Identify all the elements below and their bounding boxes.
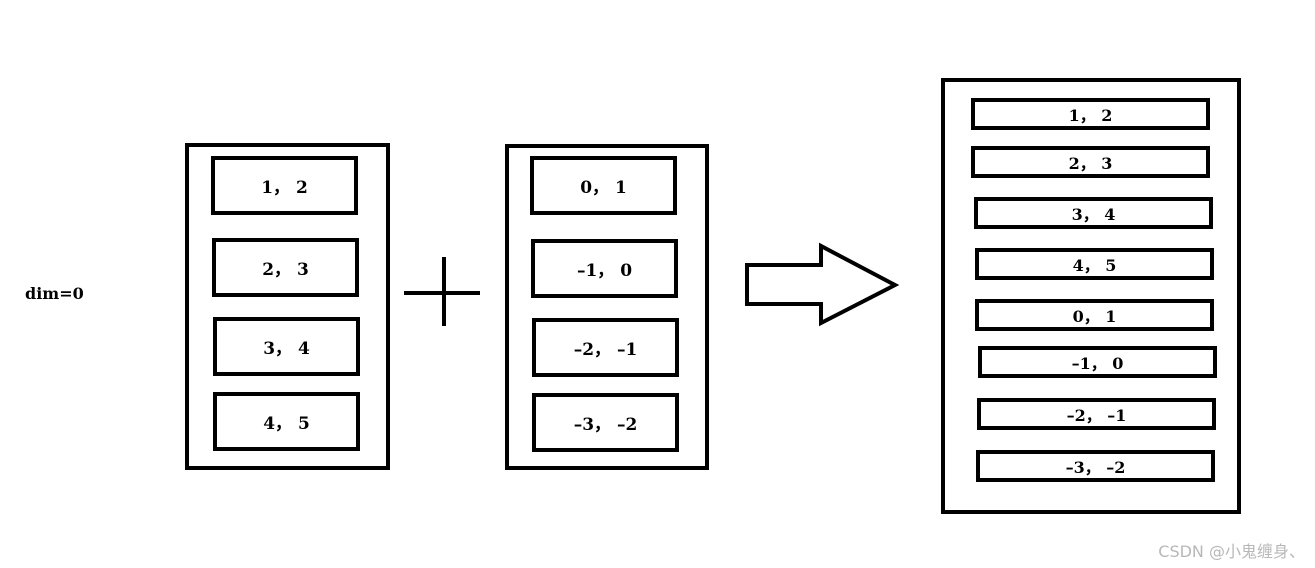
result-row: –1， 0 (978, 346, 1217, 378)
result-row: –3， –2 (976, 450, 1215, 482)
tensor-b-row: –3， –2 (532, 393, 679, 452)
tensor-b-row: –2， –1 (532, 318, 679, 377)
dim-label: dim=0 (25, 284, 84, 303)
result-row: 3， 4 (974, 197, 1213, 229)
tensor-a-row: 1， 2 (211, 156, 358, 215)
result-row: –2， –1 (977, 398, 1216, 430)
watermark: CSDN @小鬼缠身、 (1158, 542, 1305, 561)
result-frame (941, 78, 1241, 514)
result-row: 2， 3 (971, 146, 1210, 178)
tensor-b-row: 0， 1 (530, 156, 677, 215)
result-row: 1， 2 (971, 98, 1210, 130)
result-row: 4， 5 (975, 248, 1214, 280)
tensor-a-row: 4， 5 (213, 392, 360, 451)
result-row: 0， 1 (975, 299, 1214, 331)
tensor-a-row: 2， 3 (212, 238, 359, 297)
tensor-b-row: –1， 0 (531, 239, 678, 298)
tensor-a-row: 3， 4 (213, 317, 360, 376)
